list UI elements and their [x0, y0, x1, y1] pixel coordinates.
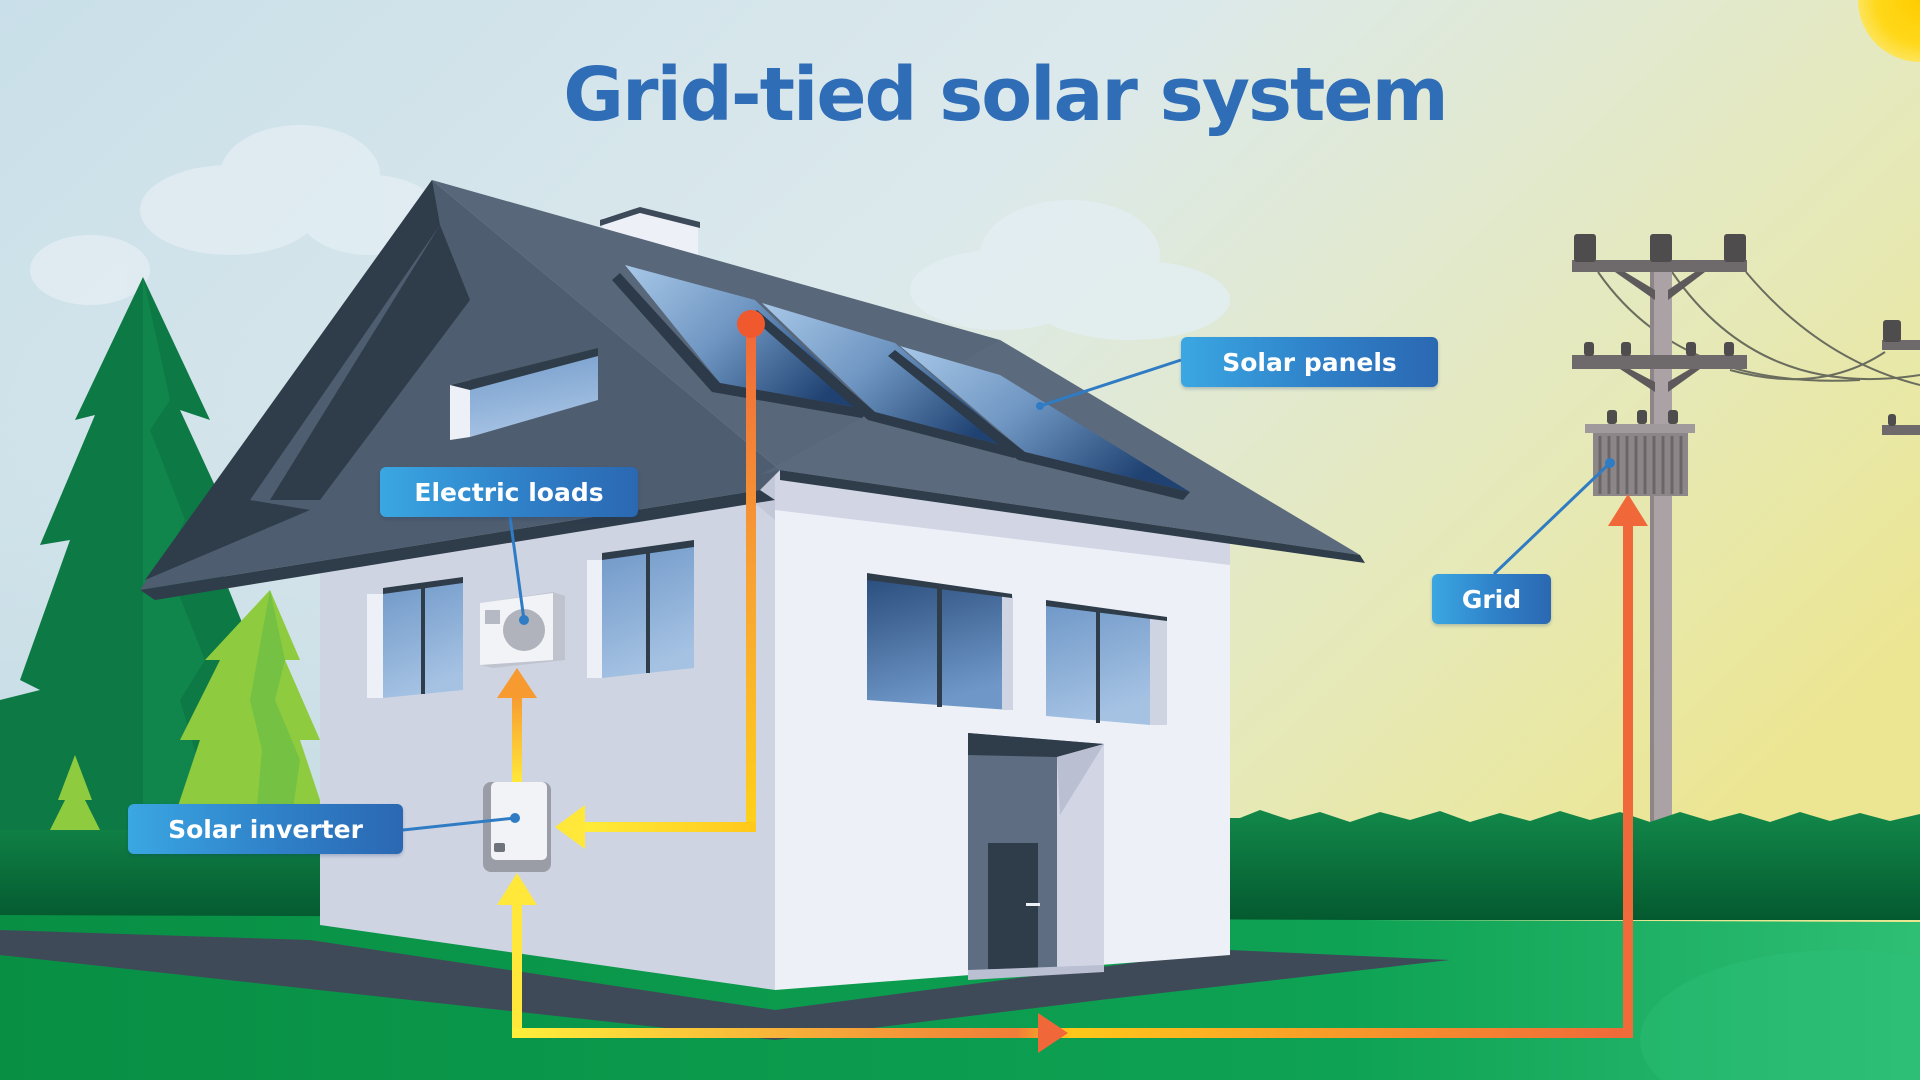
callout-solar-inverter: Solar inverter [128, 804, 403, 854]
sun [1858, 0, 1920, 62]
arrow-into-grid [1608, 494, 1648, 526]
flow-panel-to-inverter-vertical [746, 322, 756, 832]
house-shadow [0, 930, 1450, 1040]
solar-panel-icon [612, 265, 1190, 500]
side-window-left [367, 577, 463, 698]
side-window-right [587, 540, 694, 678]
callout-grid: Grid [1432, 574, 1551, 624]
front-window-right [1046, 600, 1167, 725]
air-conditioner-icon [480, 592, 565, 668]
callout-label: Solar panels [1222, 347, 1397, 377]
callout-label: Electric loads [414, 477, 604, 507]
flow-panel-to-inverter-horizontal [583, 822, 756, 832]
energy-flow-lines [497, 310, 1648, 1053]
arrow-into-loads [497, 668, 537, 698]
panel-connection-dot [737, 310, 765, 338]
callout-label: Solar inverter [168, 814, 363, 844]
callout-electric-loads: Electric loads [380, 467, 638, 517]
callout-label: Grid [1461, 584, 1522, 614]
arrow-toward-grid [1038, 1013, 1068, 1053]
page-title: Grid-tied solar system [563, 52, 1448, 138]
leader-lines [402, 358, 1615, 832]
flow-grid-to-inverter-vertical [512, 902, 522, 1038]
attic-window [450, 348, 598, 440]
pine-trees [0, 277, 330, 830]
clouds [30, 125, 1230, 340]
front-door [968, 733, 1104, 980]
flow-grid-vertical [1623, 520, 1633, 1038]
flow-bottom-horizontal [512, 1028, 1633, 1038]
flow-inverter-to-loads [512, 695, 522, 782]
inverter-icon [483, 782, 551, 872]
utility-pole-transformer-icon [1572, 234, 1920, 825]
front-window-left [867, 573, 1013, 710]
arrow-into-inverter [555, 805, 585, 849]
arrow-up-into-inverter [497, 873, 537, 905]
callout-solar-panels: Solar panels [1181, 337, 1438, 387]
